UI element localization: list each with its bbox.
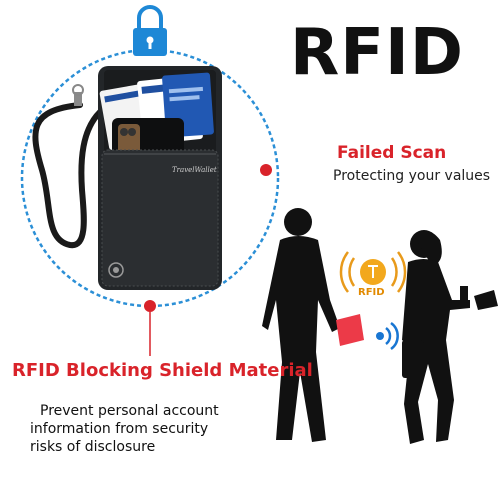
lanyard-strap [32, 84, 103, 249]
page-title: RFID [290, 16, 464, 90]
description-line: information from security [30, 421, 209, 437]
wallet-body [98, 66, 222, 290]
shield-description: Prevent personal account information fro… [30, 402, 270, 456]
failed-scan-title: Failed Scan [337, 142, 446, 164]
failed-scan-text: Failed Scan [337, 143, 447, 163]
description-line: risks of disclosure [30, 439, 156, 455]
man-silhouette [262, 208, 340, 442]
failed-scan-subtitle: Protecting your values [333, 168, 491, 184]
shield-marker [144, 300, 156, 312]
rfid-chip-label: RFID [358, 287, 385, 298]
failed-scan-marker [260, 164, 272, 176]
shield-title: RFID Blocking Shield Material [12, 360, 313, 381]
nfc-wave-icon [376, 321, 399, 351]
wallet-brand: TravelWallet [172, 166, 217, 174]
woman-silhouette [402, 230, 498, 444]
description-line: Prevent personal account [40, 403, 219, 419]
red-card [336, 314, 364, 346]
lock-icon [133, 5, 167, 56]
rfid-signal-icon [339, 251, 407, 293]
